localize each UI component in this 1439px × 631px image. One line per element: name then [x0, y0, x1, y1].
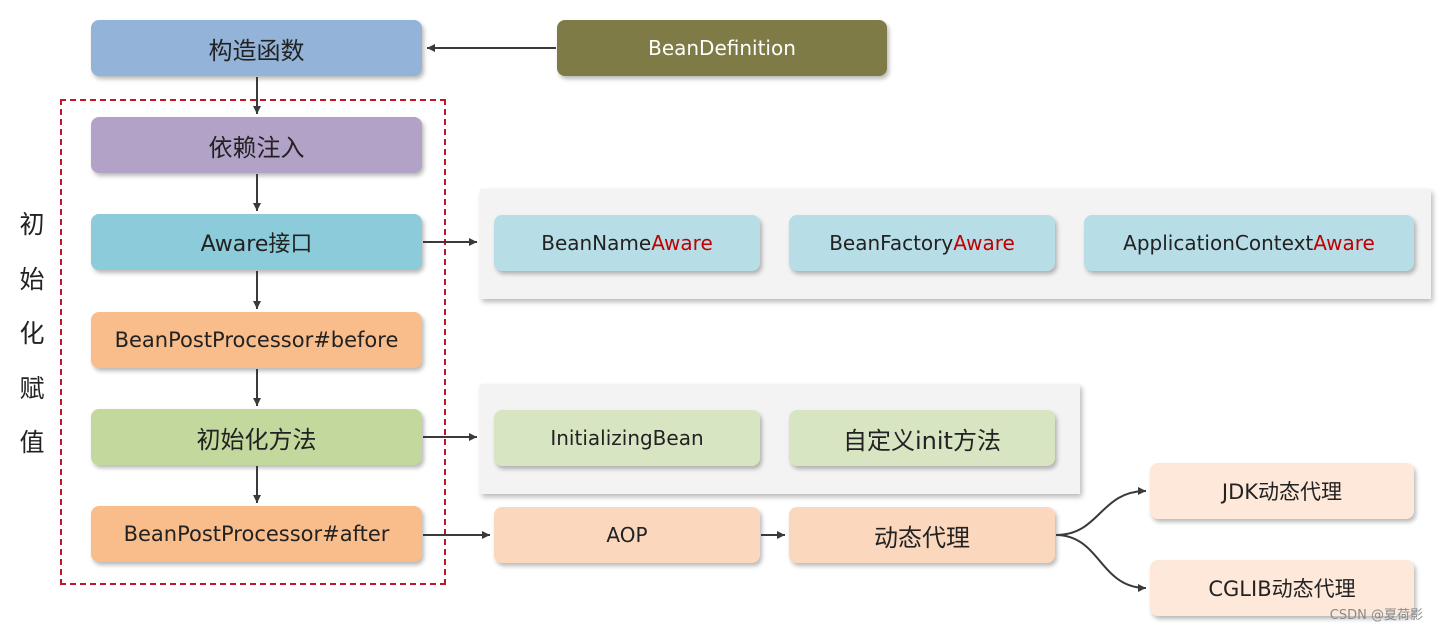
dependency-injection-box: 依赖注入	[91, 117, 422, 173]
bpp-before-label: BeanPostProcessor#before	[114, 328, 399, 352]
bean-factory-aware-accent: Aware	[953, 231, 1015, 255]
initialization-frame	[60, 99, 446, 585]
bean-name-aware-prefix: BeanName	[541, 231, 652, 255]
init-method-box: 初始化方法	[91, 409, 422, 465]
aop-box: AOP	[494, 507, 760, 563]
dependency-injection-label: 依赖注入	[208, 133, 305, 162]
application-context-aware-accent: Aware	[1313, 231, 1375, 255]
initializing-bean-label: InitializingBean	[550, 426, 704, 450]
init-assign-char: 始	[19, 264, 45, 294]
bpp-after-label: BeanPostProcessor#after	[123, 522, 390, 546]
custom-init-method-box: 自定义init方法	[789, 410, 1055, 466]
aware-interface-label: Aware接口	[200, 232, 313, 257]
init-assign-char: 值	[19, 428, 45, 457]
arrow-proxy-to-jdk	[1055, 487, 1147, 536]
arrow-proxy-to-cglib	[1055, 534, 1147, 592]
aware-interface-box: Aware接口	[91, 214, 422, 270]
dynamic-proxy-box: 动态代理	[789, 507, 1055, 563]
jdk-proxy-label: JDK动态代理	[1221, 480, 1343, 504]
init-method-label: 初始化方法	[196, 425, 317, 454]
init-assign-label: 初 始 化 赋 值	[12, 198, 52, 471]
constructor-label: 构造函数	[208, 36, 305, 65]
aop-label: AOP	[606, 523, 648, 547]
jdk-proxy-box: JDK动态代理	[1150, 463, 1414, 519]
initializing-bean-box: InitializingBean	[494, 410, 760, 466]
constructor-box: 构造函数	[91, 20, 422, 76]
bpp-after-box: BeanPostProcessor#after	[91, 506, 422, 562]
init-assign-char: 化	[19, 319, 45, 348]
dynamic-proxy-label: 动态代理	[874, 523, 970, 552]
bean-factory-aware-prefix: BeanFactory	[829, 231, 954, 255]
bean-name-aware-accent: Aware	[651, 231, 713, 255]
watermark: CSDN @夏荷影	[1329, 608, 1423, 623]
application-context-aware-prefix: ApplicationContext	[1123, 231, 1314, 255]
bpp-before-box: BeanPostProcessor#before	[91, 312, 422, 368]
cglib-proxy-box: CGLIB动态代理	[1150, 560, 1414, 616]
cglib-proxy-label: CGLIB动态代理	[1208, 577, 1356, 601]
bean-definition-box: BeanDefinition	[557, 20, 887, 76]
bean-definition-label: BeanDefinition	[648, 36, 796, 60]
custom-init-method-label: 自定义init方法	[843, 426, 1001, 455]
init-assign-char: 赋	[19, 373, 45, 403]
init-assign-char: 初	[19, 210, 45, 239]
